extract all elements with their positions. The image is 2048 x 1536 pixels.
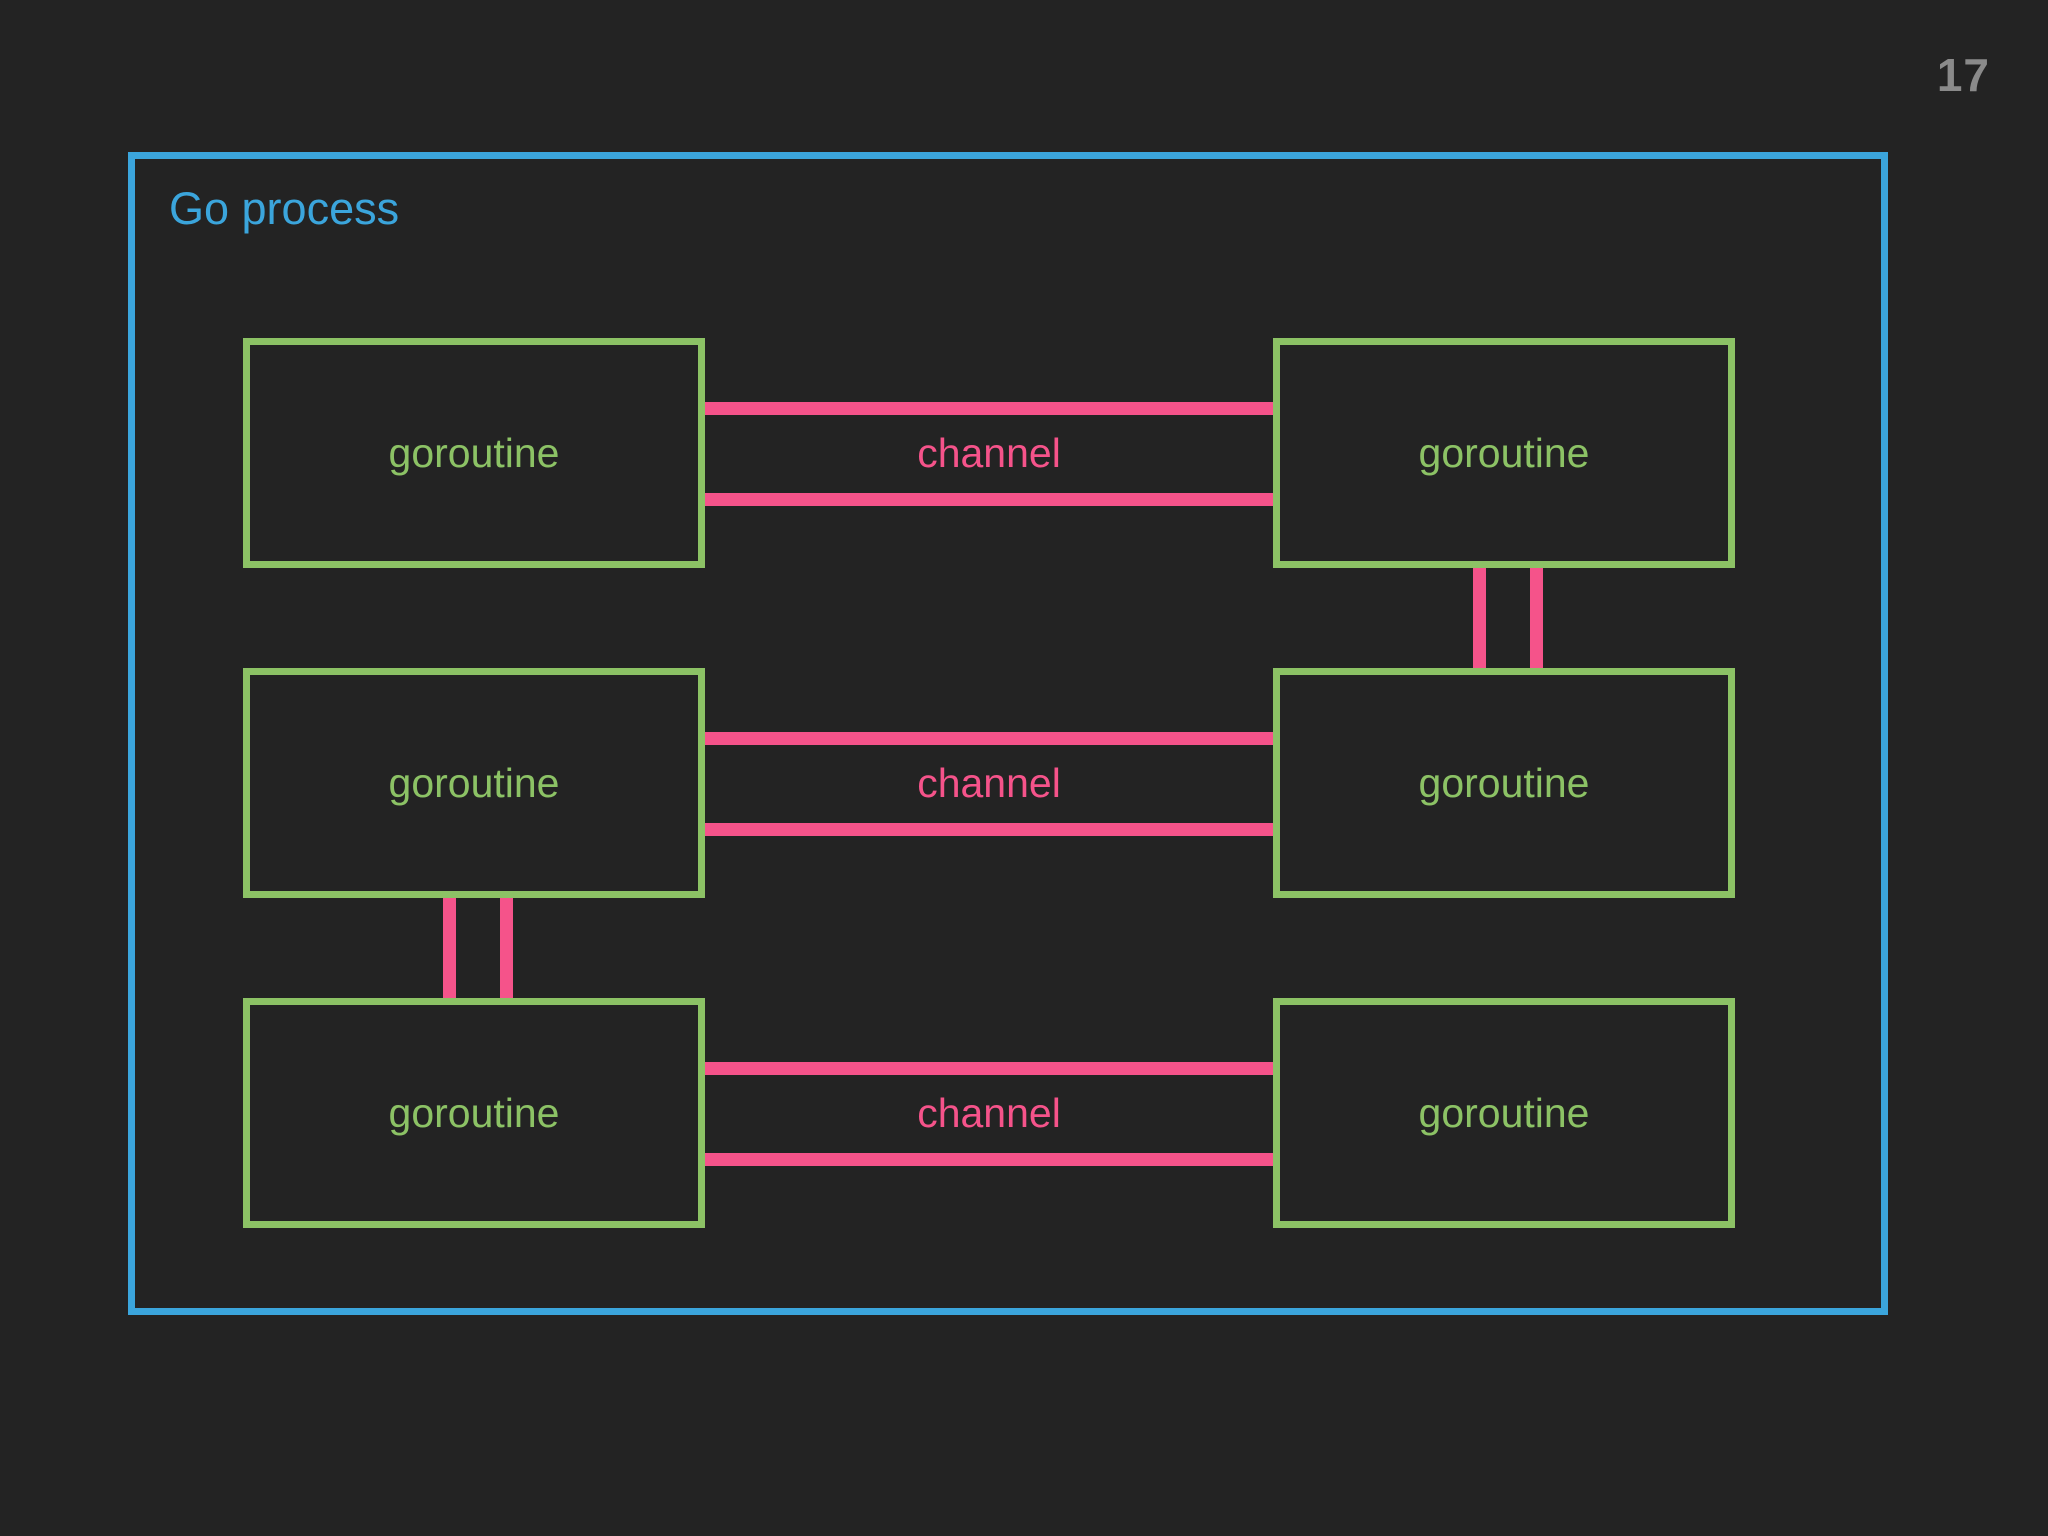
- channel-rail-bottom: [705, 493, 1273, 506]
- channel-rail-bottom: [705, 1153, 1273, 1166]
- channel-row-3: channel: [705, 998, 1273, 1228]
- panel-title: Go process: [169, 183, 400, 234]
- goroutine-box-row1-left[interactable]: goroutine: [243, 338, 705, 568]
- channel-connector-left-row2-row3: [413, 898, 563, 998]
- go-process-panel: Go process: [128, 152, 1888, 1315]
- goroutine-box-row2-right[interactable]: goroutine: [1273, 668, 1735, 898]
- channel-row-1: channel: [705, 338, 1273, 568]
- page-number: 17: [1936, 49, 1990, 101]
- goroutine-label: goroutine: [1418, 429, 1590, 476]
- connector-rail-a: [443, 898, 456, 998]
- channel-connector-right-row1-row2: [1443, 568, 1593, 668]
- goroutine-label: goroutine: [1418, 1089, 1590, 1136]
- channel-rail-bottom: [705, 823, 1273, 836]
- channel-row-2: channel: [705, 668, 1273, 898]
- goroutine-box-row3-left[interactable]: goroutine: [243, 998, 705, 1228]
- channel-rail-top: [705, 732, 1273, 745]
- connector-rail-b: [500, 898, 513, 998]
- channel-label: channel: [917, 759, 1061, 806]
- goroutine-label: goroutine: [388, 429, 560, 476]
- goroutine-box-row1-right[interactable]: goroutine: [1273, 338, 1735, 568]
- channel-rail-top: [705, 402, 1273, 415]
- channel-label: channel: [917, 1089, 1061, 1136]
- goroutine-box-row2-left[interactable]: goroutine: [243, 668, 705, 898]
- channel-label: channel: [917, 429, 1061, 476]
- goroutine-box-row3-right[interactable]: goroutine: [1273, 998, 1735, 1228]
- goroutine-label: goroutine: [388, 1089, 560, 1136]
- channel-rail-top: [705, 1062, 1273, 1075]
- goroutine-label: goroutine: [1418, 759, 1590, 806]
- connector-rail-a: [1473, 568, 1486, 668]
- connector-rail-b: [1530, 568, 1543, 668]
- goroutine-label: goroutine: [388, 759, 560, 806]
